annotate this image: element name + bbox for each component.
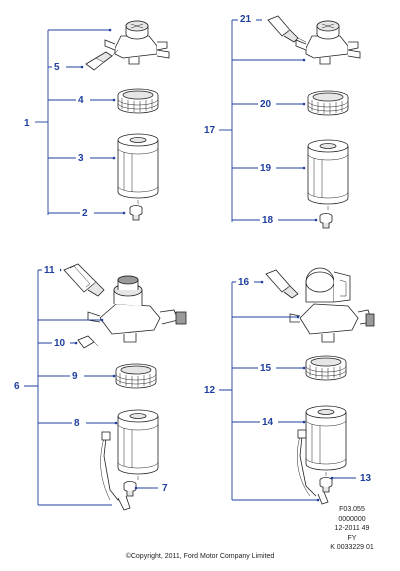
callout-14: 14 xyxy=(262,417,274,428)
filter-head-with-heater xyxy=(289,267,375,343)
sensor-part-16 xyxy=(265,269,299,299)
callout-12: 12 xyxy=(204,385,216,396)
filter-head xyxy=(295,20,361,65)
callout-6: 6 xyxy=(14,381,20,392)
reference-line-3: 12-2011 49 xyxy=(334,525,370,532)
callout-20: 20 xyxy=(260,99,272,110)
drain-plug-part-18 xyxy=(319,213,333,229)
retaining-ring-part-4 xyxy=(117,88,159,114)
drain-plug-part-7 xyxy=(123,481,137,497)
callout-19: 19 xyxy=(260,163,272,174)
callout-2: 2 xyxy=(82,208,88,219)
callout-7: 7 xyxy=(162,483,168,494)
drain-plug-part-13 xyxy=(319,477,333,493)
callout-13: 13 xyxy=(360,473,372,484)
copyright-notice: ©Copyright, 2011, Ford Motor Company Lim… xyxy=(125,553,275,560)
callout-11: 11 xyxy=(44,265,55,276)
callout-15: 15 xyxy=(260,363,272,374)
callout-17: 17 xyxy=(204,125,216,136)
callout-3: 3 xyxy=(78,153,84,164)
callout-10: 10 xyxy=(54,338,66,349)
filter-head xyxy=(104,20,170,65)
filter-cartridge-part-8 xyxy=(117,409,159,481)
callout-18: 18 xyxy=(262,215,274,226)
filter-cartridge-part-19 xyxy=(307,139,349,211)
assembly-bottom-left: 11 10 9 8 7 6 xyxy=(14,263,187,511)
sensor-part-21 xyxy=(267,15,307,43)
retaining-ring-part-20 xyxy=(307,90,349,116)
filter-cartridge-part-14 xyxy=(305,405,347,477)
filter-cartridge-part-3 xyxy=(117,133,159,205)
callout-4: 4 xyxy=(78,95,84,106)
sensor-part-5 xyxy=(85,49,119,71)
assembly-bottom-right: 16 15 14 13 12 xyxy=(204,267,375,505)
callout-8: 8 xyxy=(74,418,80,429)
reference-line-2: 0000000 xyxy=(338,515,366,523)
callout-16: 16 xyxy=(238,277,250,288)
sensor-part-11 xyxy=(63,263,105,297)
callout-21: 21 xyxy=(240,14,252,25)
reference-line-4: FY xyxy=(347,534,357,542)
assembly-top-right: 21 20 19 18 17 xyxy=(204,12,361,229)
callout-5: 5 xyxy=(54,62,60,73)
retaining-ring-part-9 xyxy=(115,363,157,389)
reference-block: F03.055 0000000 12-2011 49 FY K 0033229 … xyxy=(317,505,387,553)
reference-line-1: F03.055 xyxy=(339,506,365,513)
assembly-top-left: 5 4 3 2 1 xyxy=(24,20,170,221)
drain-plug-part-2 xyxy=(129,205,143,221)
sensor-part-10 xyxy=(77,335,99,349)
reference-line-5: K 0033229 01 xyxy=(330,544,374,551)
filter-head-with-primer xyxy=(87,275,187,343)
callout-1: 1 xyxy=(24,118,30,129)
callout-9: 9 xyxy=(72,371,78,382)
retaining-ring-part-15 xyxy=(305,355,347,381)
